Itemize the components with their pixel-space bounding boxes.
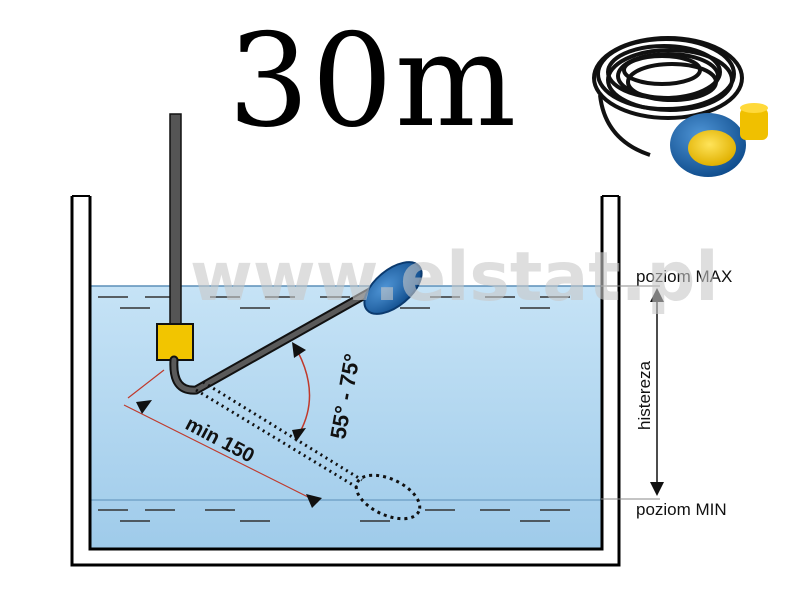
surface-dashes-max <box>98 296 570 309</box>
float-min-icon <box>354 473 422 521</box>
cable-coil <box>592 36 744 120</box>
angle-arrow-top <box>292 342 306 358</box>
cable-vertical <box>169 113 182 333</box>
length-dimension-line <box>123 404 319 503</box>
length-arrow-end <box>306 494 322 508</box>
counterweight-icon <box>740 108 768 140</box>
hysteresis-label: histereza <box>635 360 654 430</box>
float-max-icon <box>363 261 423 315</box>
float-cable-min <box>195 388 359 490</box>
hysteresis-arrow-down <box>650 482 664 496</box>
watermark-text: www.elstat.pl <box>190 238 719 317</box>
tank-outer-wall <box>70 196 621 567</box>
float-cap-icon <box>688 130 736 166</box>
angle-arrow-bottom <box>292 428 306 442</box>
hysteresis-arrow-up <box>650 288 664 302</box>
counterweight-block-icon <box>156 323 194 361</box>
angle-arc <box>297 351 311 433</box>
cable-tail <box>598 94 651 157</box>
length-arrow-start <box>136 400 152 414</box>
level-min-label: poziom MIN <box>636 500 727 519</box>
level-max-label: poziom MAX <box>636 267 732 286</box>
product-photo <box>592 36 768 177</box>
cable-length-title: 30m <box>228 7 519 156</box>
tank-inner-wall <box>88 196 604 551</box>
surface-dashes-min <box>98 509 570 522</box>
